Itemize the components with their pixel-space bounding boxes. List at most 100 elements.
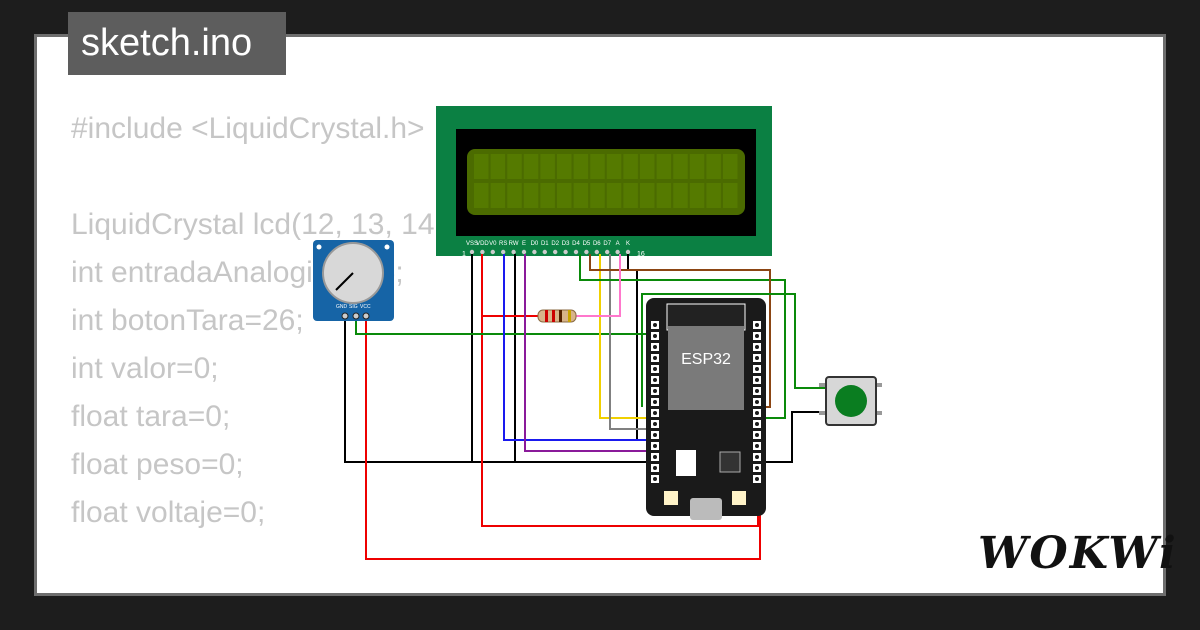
lcd-pin-1-label: 1 xyxy=(462,251,466,258)
lcd-pin-label: D6 xyxy=(593,241,601,247)
esp32-pin-hole xyxy=(653,411,657,415)
lcd-pin-label: VDD xyxy=(476,241,489,247)
lcd-char-cell xyxy=(623,183,638,208)
esp32-pin-hole xyxy=(755,334,759,338)
wokwi-logo: WOKWi xyxy=(978,528,1178,579)
esp32-pin-hole xyxy=(755,389,759,393)
lcd-pin-label: A xyxy=(616,241,620,247)
lcd-char-cell xyxy=(689,183,705,208)
lcd-pin-label: D1 xyxy=(541,241,549,247)
esp32-pin-hole xyxy=(653,444,657,448)
lcd-pin[interactable] xyxy=(605,249,610,255)
lcd-char-cell xyxy=(557,154,572,179)
lcd-pin[interactable] xyxy=(615,249,620,255)
lcd-char-cell xyxy=(540,183,555,208)
esp32-usb-port xyxy=(690,498,722,520)
wire-d5 xyxy=(599,254,652,419)
lcd-char-cell xyxy=(640,183,655,208)
wire-rs xyxy=(503,254,652,441)
lcd-pin-label: D4 xyxy=(572,241,580,247)
lcd-pin[interactable] xyxy=(563,249,568,255)
file-tab[interactable]: sketch.ino xyxy=(68,12,286,75)
lcd-char-cell xyxy=(656,154,672,179)
lcd-char-cell xyxy=(640,154,655,179)
esp32-pin-hole xyxy=(755,356,759,360)
lcd-char-cell xyxy=(557,183,572,208)
lcd-pin[interactable] xyxy=(573,249,579,255)
lcd-char-cell xyxy=(723,183,738,208)
lcd-pin-label: K xyxy=(626,241,630,247)
wire-d3 xyxy=(589,254,771,408)
lcd-char-cell xyxy=(573,154,589,179)
esp32-pin-hole xyxy=(653,345,657,349)
lcd-pin[interactable] xyxy=(469,249,475,255)
lcd-pin[interactable] xyxy=(532,249,537,255)
esp32-pin-hole xyxy=(653,422,657,426)
esp32-pin-headers xyxy=(651,321,761,483)
lcd-pin-label: D5 xyxy=(583,241,591,247)
code-line: float mapFloat(float x, float in_min, fl… xyxy=(71,592,708,593)
lcd-pin[interactable] xyxy=(625,249,631,255)
esp32-label: ESP32 xyxy=(681,351,731,368)
esp32-led-2 xyxy=(732,491,746,505)
lcd-pin-label: D0 xyxy=(531,241,539,247)
esp32-pin-hole xyxy=(755,477,759,481)
esp32-pin-hole xyxy=(653,389,657,393)
lcd-pin-label: D7 xyxy=(603,241,611,247)
esp32-pin-hole xyxy=(755,367,759,371)
lcd-char-cell xyxy=(706,154,721,179)
wire-pot-gnd xyxy=(344,318,472,463)
lcd-char-cell xyxy=(474,183,489,208)
wire-button-sig xyxy=(641,293,826,407)
esp32-pin-hole xyxy=(653,367,657,371)
lcd-char-cell xyxy=(507,154,522,179)
wire-button-gnd xyxy=(764,411,826,463)
lcd-char-cell xyxy=(723,154,738,179)
esp32-pin-hole xyxy=(653,477,657,481)
lcd-pin[interactable] xyxy=(511,249,516,255)
esp32-board[interactable]: ESP32 xyxy=(646,298,766,520)
pot-pin-vcc-label: VCC xyxy=(360,304,371,310)
esp32-pin-hole xyxy=(755,422,759,426)
potentiometer[interactable]: GND SIG VCC xyxy=(313,240,394,321)
lcd-pin[interactable] xyxy=(542,249,547,255)
wire-d6 xyxy=(609,254,652,430)
lcd-char-cell xyxy=(490,183,506,208)
push-button[interactable] xyxy=(819,376,882,426)
esp32-pin-hole xyxy=(755,323,759,327)
lcd-pin-label: RS xyxy=(499,241,507,247)
esp32-regulator xyxy=(676,450,696,476)
lcd-pin[interactable] xyxy=(584,249,589,255)
lcd-pin[interactable] xyxy=(490,249,495,255)
esp32-pin-hole xyxy=(653,400,657,404)
lcd-pin[interactable] xyxy=(594,249,599,255)
lcd-pin[interactable] xyxy=(553,249,558,255)
resistor[interactable] xyxy=(537,309,577,323)
code-line: int botonTara=26; xyxy=(71,304,304,337)
lcd-pin-label: VSS xyxy=(466,241,478,247)
esp32-pin-hole xyxy=(755,444,759,448)
lcd-pin[interactable] xyxy=(480,249,485,255)
esp32-pin-hole xyxy=(755,345,759,349)
lcd-char-cell xyxy=(623,154,638,179)
esp32-pin-hole xyxy=(755,378,759,382)
lcd-char-cell xyxy=(673,183,688,208)
lcd-char-grid xyxy=(474,154,738,208)
lcd-char-cell xyxy=(540,154,555,179)
esp32-pin-hole xyxy=(755,455,759,459)
lcd-char-cell xyxy=(590,154,605,179)
wire-e xyxy=(524,254,652,452)
wire-pot-sig xyxy=(355,318,652,335)
esp32-led-1 xyxy=(664,491,678,505)
esp32-pin-hole xyxy=(653,334,657,338)
lcd-char-cell xyxy=(606,154,622,179)
code-line: float voltaje=0; xyxy=(71,496,266,529)
code-line: float peso=0; xyxy=(71,448,244,481)
code-line: float tara=0; xyxy=(71,400,231,433)
lcd-pin[interactable] xyxy=(521,249,527,255)
lcd-pin-label: D3 xyxy=(562,241,570,247)
lcd-pin-16-label: 16 xyxy=(637,251,645,258)
lcd-pin[interactable] xyxy=(501,249,506,255)
